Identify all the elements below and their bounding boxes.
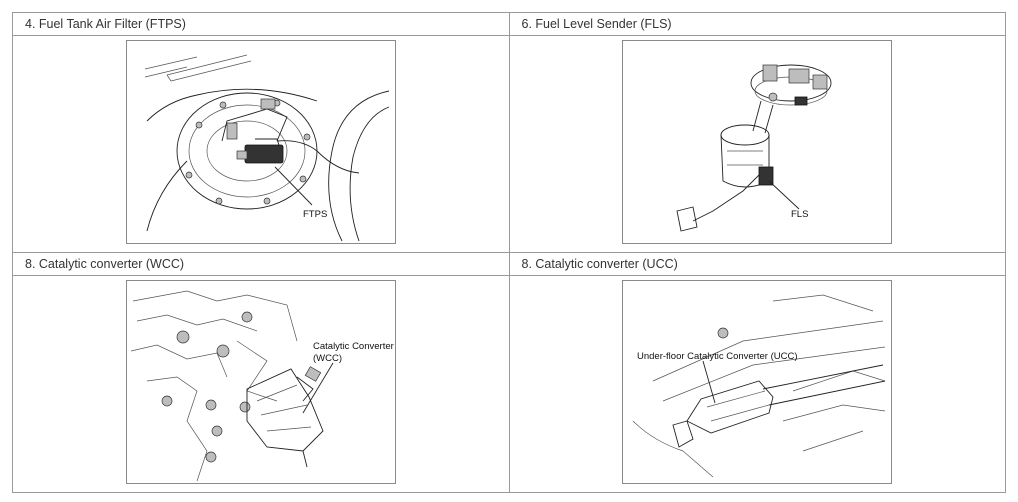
wcc-callout-line2: (WCC): [313, 353, 342, 364]
cell-title-wcc: 8. Catalytic converter (WCC): [12, 252, 510, 276]
cell-figure-ftps: FTPS: [12, 35, 510, 253]
ftps-illustration: FTPS: [125, 39, 396, 244]
fls-callout: FLS: [791, 209, 808, 220]
figure-grid: 4. Fuel Tank Air Filter (FTPS) 6. Fuel L…: [12, 12, 1006, 493]
cell-title-fls: 6. Fuel Level Sender (FLS): [508, 12, 1006, 36]
cell-title-ucc: 8. Catalytic converter (UCC): [508, 252, 1006, 276]
fls-illustration: FLS: [622, 39, 893, 244]
wcc-callout-line1: Catalytic Converter: [313, 341, 394, 352]
cell-figure-ucc: Under-floor Catalytic Converter (UCC): [508, 275, 1006, 493]
cell-title-ftps: 4. Fuel Tank Air Filter (FTPS): [12, 12, 510, 36]
ucc-illustration: Under-floor Catalytic Converter (UCC): [622, 279, 893, 484]
wcc-illustration: Catalytic Converter (WCC): [125, 279, 396, 484]
ucc-callout: Under-floor Catalytic Converter (UCC): [637, 351, 797, 362]
cell-figure-wcc: Catalytic Converter (WCC): [12, 275, 510, 493]
cell-figure-fls: FLS: [508, 35, 1006, 253]
ftps-callout: FTPS: [303, 209, 327, 220]
